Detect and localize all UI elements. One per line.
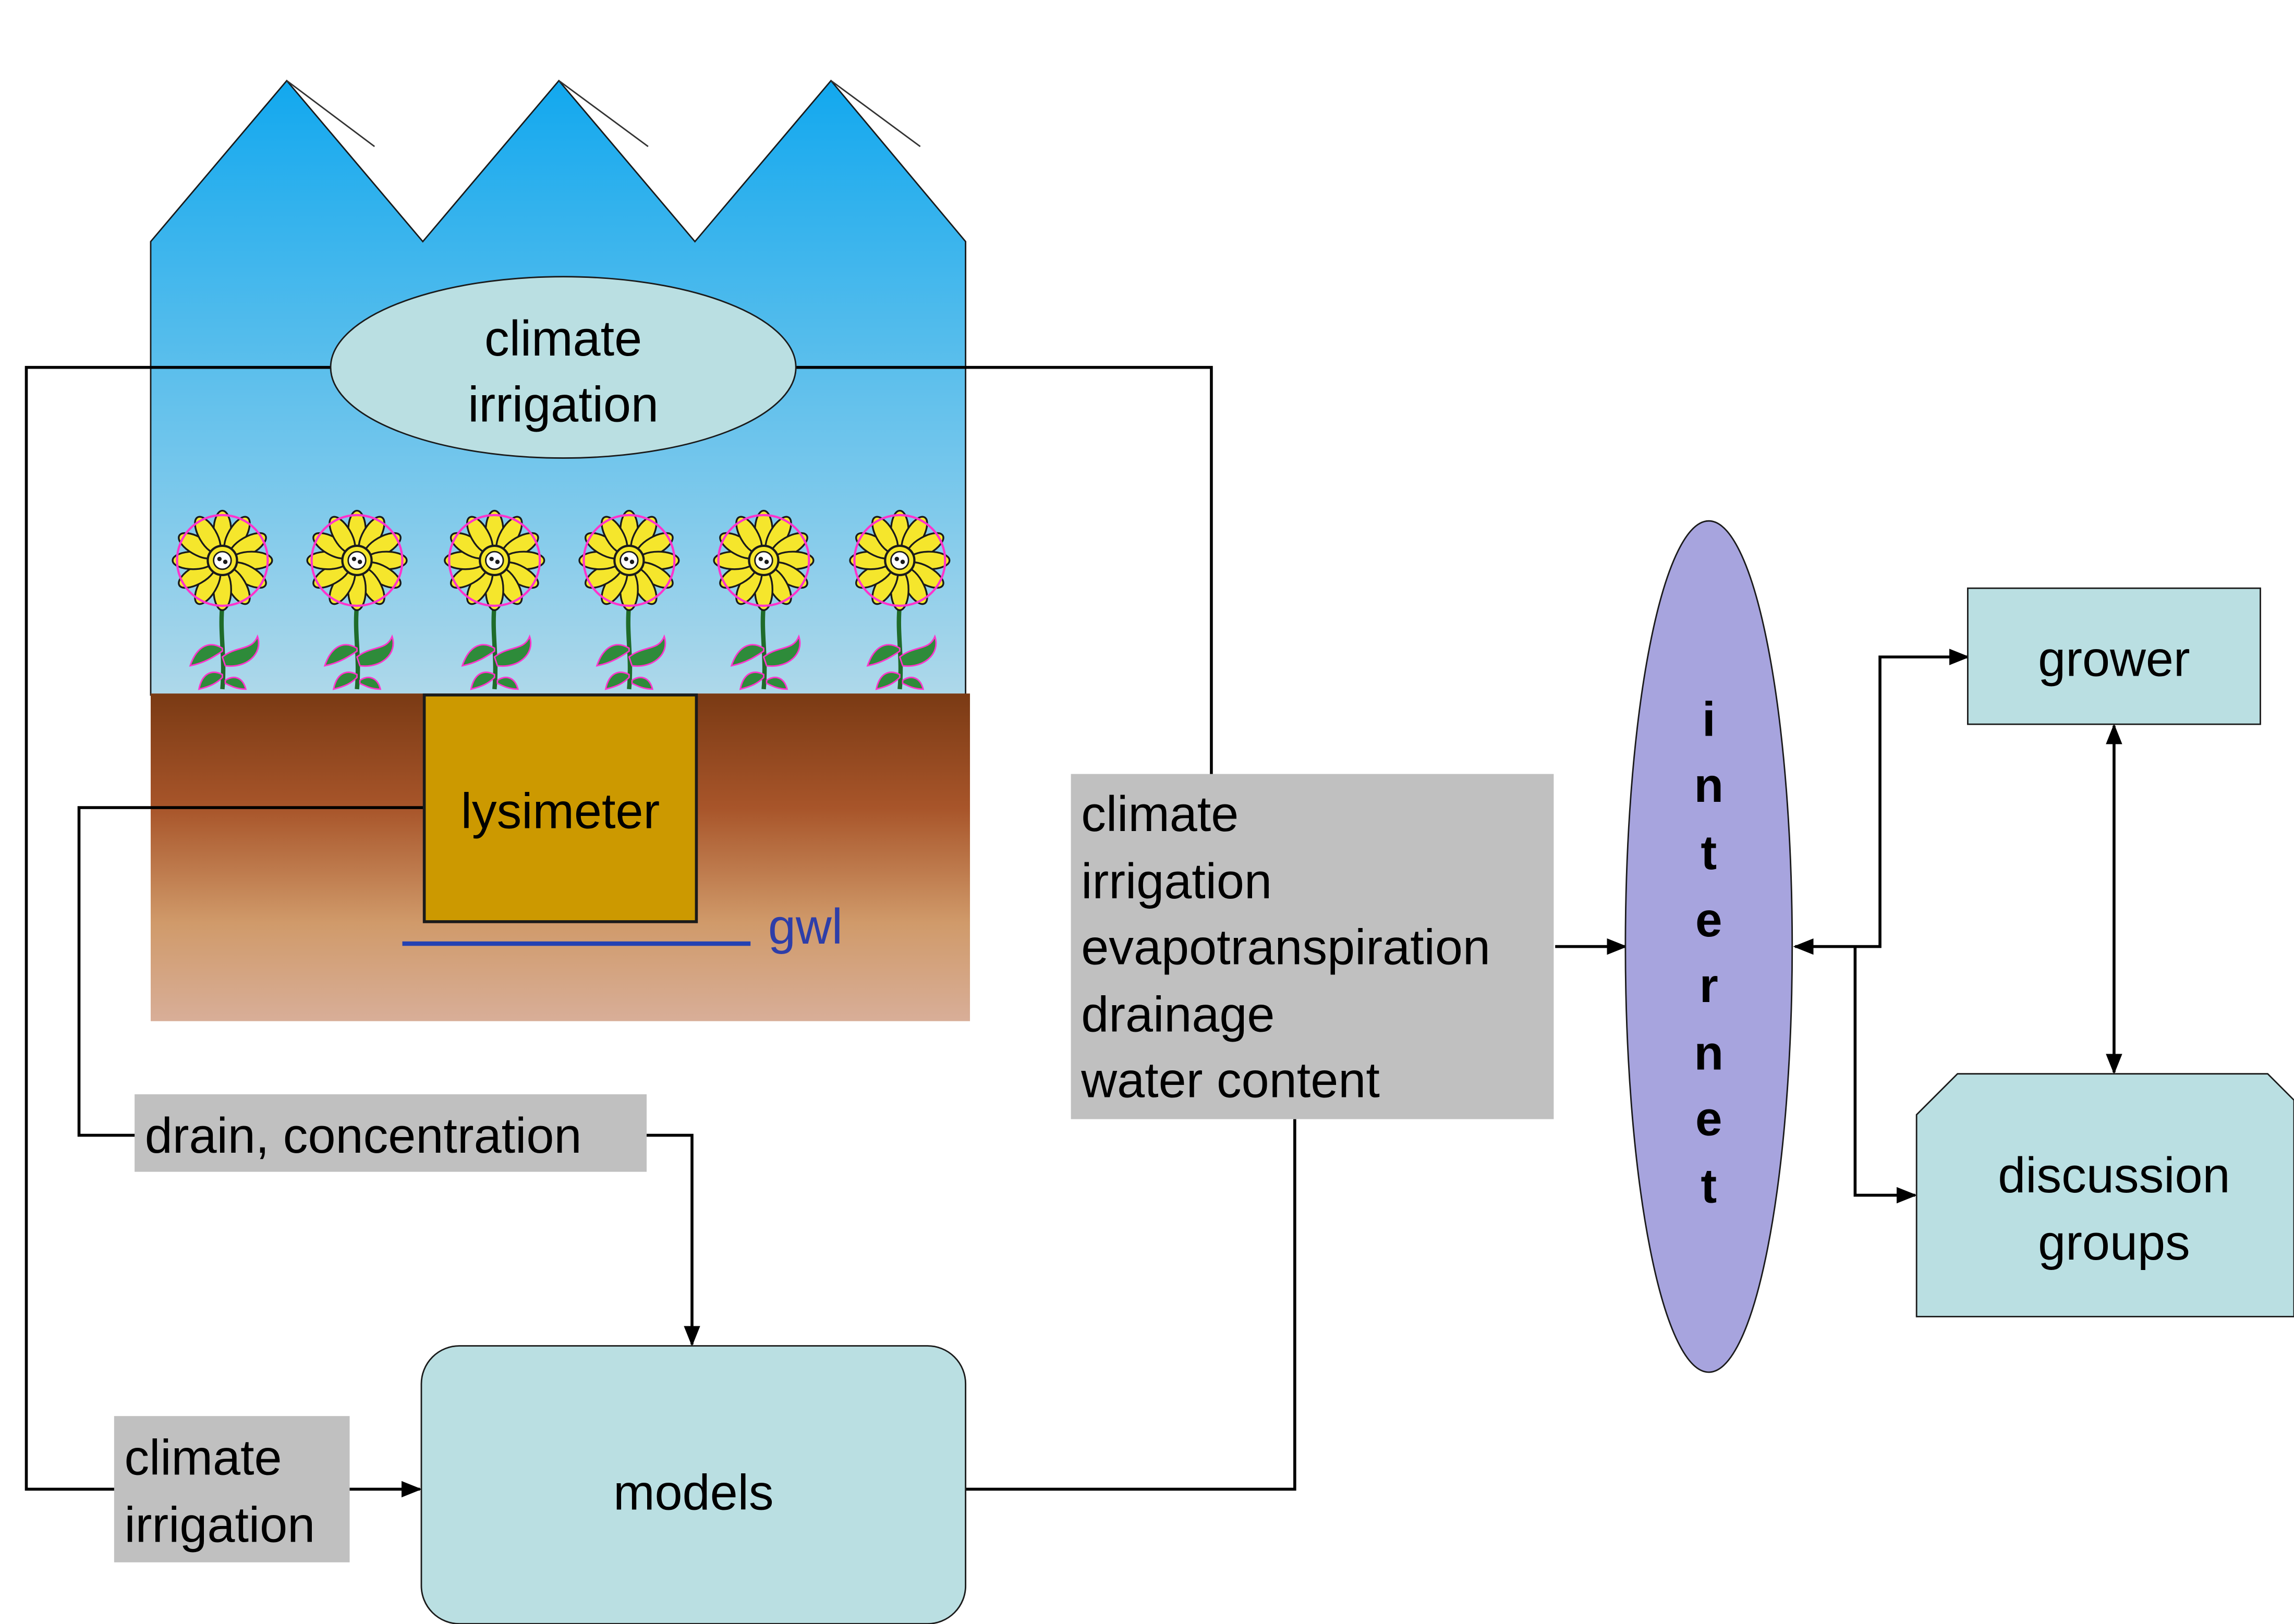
roof-vent-1 (286, 80, 375, 148)
data-box-line: drainage (1081, 987, 1275, 1042)
drain-box: drain, concentration (135, 1094, 647, 1172)
ellipse-irrigation-label: irrigation (468, 377, 659, 432)
groups-label: groups (2038, 1215, 2190, 1271)
box-irrigation-label: irrigation (124, 1497, 315, 1553)
lysimeter: lysimeter (422, 693, 698, 923)
discussion-groups-box: discussion groups (1915, 1073, 2294, 1317)
internet-letter: e (1695, 1092, 1722, 1146)
arrow-drain-to-models (647, 1133, 700, 1347)
data-box-line: irrigation (1081, 854, 1272, 909)
internet-letter: e (1695, 893, 1722, 947)
connector-climate-right (796, 365, 1213, 776)
connector-models-data (965, 1119, 1296, 1491)
ellipse-climate-label: climate (484, 311, 642, 367)
data-box-line: evapotranspiration (1081, 920, 1490, 975)
internet-letter: t (1701, 825, 1717, 880)
internet-ellipse: i n t e r n e t (1624, 520, 1793, 1373)
connector-lysimeter-drain (77, 806, 424, 1137)
data-box-line: water content (1081, 1053, 1380, 1108)
models-label: models (613, 1466, 773, 1521)
internet-letter: n (1694, 1025, 1724, 1080)
connector-climate-left (25, 365, 331, 1491)
data-box: climate irrigation evapotranspiration dr… (1071, 774, 1554, 1119)
roof-vent-3 (830, 80, 921, 148)
discussion-label: discussion (1998, 1148, 2230, 1203)
box-climate-label: climate (124, 1430, 282, 1485)
internet-letter: t (1701, 1159, 1717, 1213)
data-box-line: climate (1081, 787, 1239, 842)
climate-irrigation-box: climate irrigation (114, 1416, 350, 1562)
grower-box: grower (1967, 587, 2261, 725)
climate-irrigation-ellipse: climate irrigation (330, 276, 797, 459)
grower-label: grower (2038, 632, 2190, 687)
models-box: models (420, 1345, 967, 1624)
internet-letter: r (1700, 958, 1718, 1012)
gwl-label: gwl (768, 899, 843, 955)
arrow-internet-to-discussion (1853, 946, 1917, 1204)
internet-letter: n (1694, 758, 1724, 812)
arrow-grower-to-internet (1793, 649, 1970, 955)
roof-vent-2 (558, 80, 649, 148)
drain-label: drain, concentration (145, 1108, 582, 1164)
lysimeter-label: lysimeter (461, 784, 660, 839)
internet-letter: i (1702, 692, 1716, 747)
